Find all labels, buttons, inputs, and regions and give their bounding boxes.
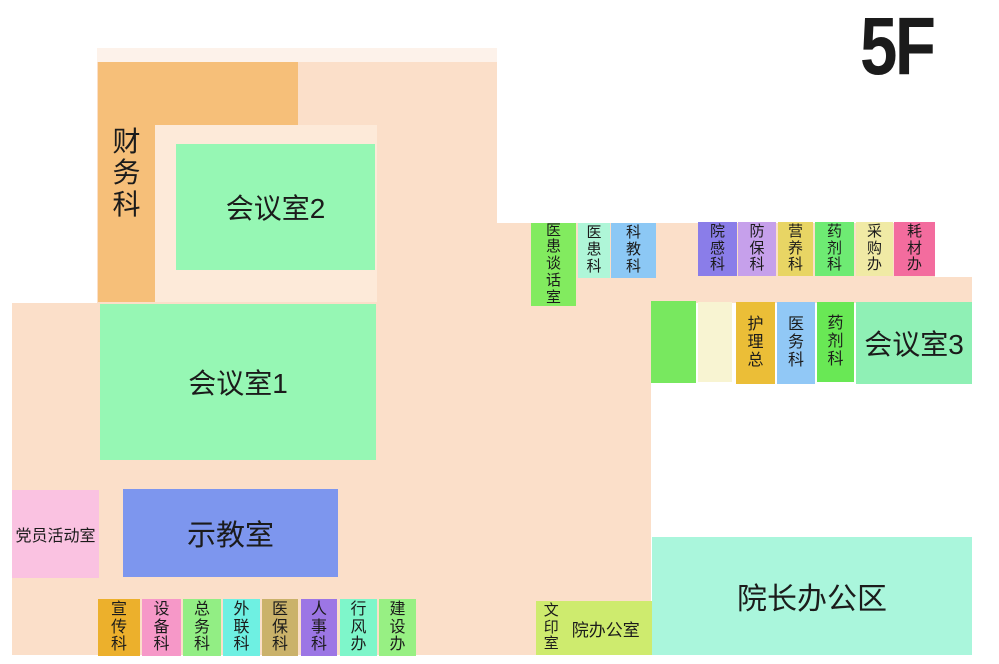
room-label-demonstration: 示教室	[186, 520, 274, 552]
room-party-activity: 党员活动室	[12, 490, 99, 578]
room-president-office-area: 院长办公区	[652, 537, 972, 655]
room-equipment: 设备科	[142, 599, 181, 656]
room-label-publicity: 宣传科	[110, 600, 127, 654]
room-prevention-care: 防保科	[738, 222, 776, 276]
room-label-admin-office: 院办公室	[571, 620, 640, 640]
room-demonstration: 示教室	[123, 489, 338, 577]
room-consumables: 耗材办	[894, 222, 935, 276]
room-meeting-1: 会议室1	[100, 304, 376, 460]
room-finance-label-holder: 财务科	[98, 126, 155, 226]
room-label-pharmacy-1: 药剂科	[826, 222, 842, 274]
room-label-meeting-3: 会议室3	[864, 329, 964, 360]
background-right-corridor-end	[935, 277, 972, 303]
room-label-nutrition: 营养科	[787, 222, 803, 274]
room-construction-office: 建设办	[379, 599, 416, 656]
room-label-procurement: 采购办	[866, 222, 882, 274]
room-finance-horizontal-wing	[98, 62, 298, 125]
room-label-construction-office: 建设办	[389, 600, 406, 654]
room-label-conduct-office: 行风办	[350, 600, 367, 654]
room-nursing-director: 护理总	[736, 302, 775, 384]
room-meeting-2: 会议室2	[176, 144, 375, 270]
room-label-consumables: 耗材办	[906, 222, 922, 274]
floor-title: 5F	[860, 1, 936, 92]
background-top-strip	[97, 48, 497, 62]
room-label-prevention-care: 防保科	[749, 222, 765, 274]
room-label-patient-dept: 医患科	[586, 224, 602, 275]
room-label-meeting-1: 会议室1	[188, 368, 288, 399]
room-pharmacy-1: 药剂科	[815, 222, 854, 276]
room-nutrition: 营养科	[778, 222, 813, 276]
room-label-general-affairs: 总务科	[193, 600, 210, 654]
room-label-infection-control: 院感科	[709, 222, 725, 274]
room-unlabeled-green	[651, 301, 696, 383]
room-pharmacy-2: 药剂科	[817, 302, 854, 382]
room-label-equipment: 设备科	[153, 600, 170, 654]
room-medical-insurance: 医保科	[262, 599, 298, 656]
room-label-patient-talk: 医患谈话室	[545, 221, 561, 306]
room-label-nursing-director: 护理总	[747, 316, 764, 369]
room-medical-affairs: 医务科	[777, 302, 815, 384]
room-infection-control: 院感科	[698, 222, 737, 276]
room-label-print-room: 文印室	[543, 601, 559, 653]
room-patient-talk: 医患谈话室	[531, 221, 576, 306]
room-label-medical-insurance: 医保科	[271, 600, 288, 654]
room-procurement: 采购办	[856, 222, 893, 276]
room-science-education: 科教科	[611, 223, 656, 278]
room-label-meeting-2: 会议室2	[225, 193, 326, 224]
room-print-and-admin-office: 文印室 院办公室	[536, 601, 652, 655]
room-external-liaison: 外联科	[223, 599, 260, 656]
room-patient-dept: 医患科	[578, 223, 610, 278]
room-label-party-activity: 党员活动室	[15, 528, 96, 545]
room-label-president-office-area: 院长办公区	[737, 583, 887, 616]
room-human-resources: 人事科	[301, 599, 337, 656]
room-general-affairs: 总务科	[183, 599, 221, 656]
room-unlabeled-cream	[698, 302, 732, 382]
room-conduct-office: 行风办	[340, 599, 377, 656]
room-label-pharmacy-2: 药剂科	[827, 315, 844, 368]
room-label-external-liaison: 外联科	[233, 600, 250, 654]
room-label-finance: 财务科	[112, 126, 141, 220]
room-label-medical-affairs: 医务科	[787, 316, 804, 369]
room-publicity: 宣传科	[98, 599, 140, 656]
room-meeting-3: 会议室3	[856, 302, 972, 384]
room-label-human-resources: 人事科	[310, 600, 327, 654]
room-label-science-education: 科教科	[625, 224, 641, 275]
